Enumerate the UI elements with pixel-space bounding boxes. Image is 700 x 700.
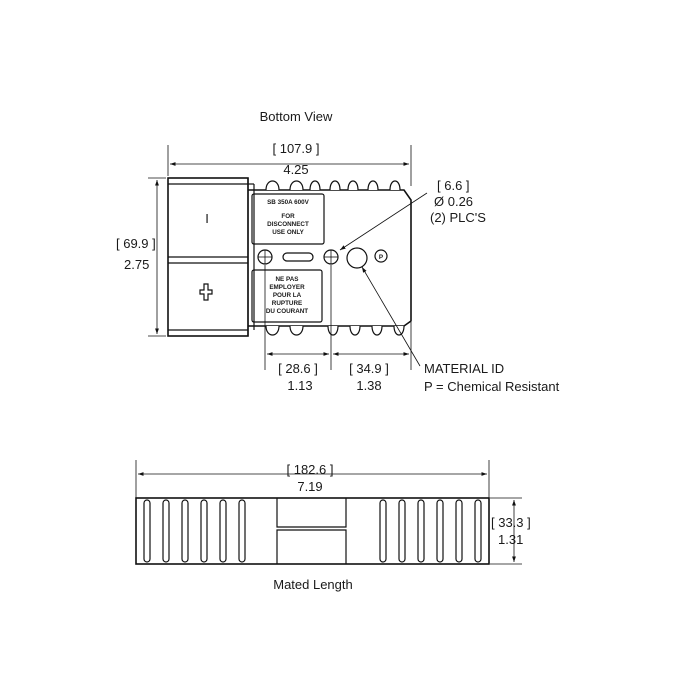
plus-symbol xyxy=(199,283,213,301)
notice-en-1: FOR xyxy=(281,213,295,220)
offset2-in-label: 1.38 xyxy=(356,378,381,393)
mated-left-ribs xyxy=(143,499,246,563)
top-ribs xyxy=(265,180,401,191)
length-in-label: 7.19 xyxy=(297,479,322,494)
offset-dimensions: [ 28.6 ] 1.13 [ 34.9 ] 1.38 xyxy=(264,265,412,393)
bottom-view-title: Bottom View xyxy=(260,109,333,124)
notice-fr-1: NE PAS xyxy=(276,276,299,283)
mated-view-title: Mated Length xyxy=(273,577,353,592)
mated-height-mm-label: [ 33.3 ] xyxy=(491,515,531,530)
hole-callout: [ 6.6 ] Ø 0.26 (2) PLC'S xyxy=(339,178,486,251)
height-mm-label: [ 69.9 ] xyxy=(116,236,156,251)
minus-symbol: I xyxy=(205,211,209,226)
material-id-label: MATERIAL ID xyxy=(424,361,504,376)
rating-label: SB 350A 600V xyxy=(267,199,310,206)
notice-fr-3: POUR LA xyxy=(273,292,302,299)
mated-height-in-label: 1.31 xyxy=(498,532,523,547)
notice-en-3: USE ONLY xyxy=(272,229,304,236)
material-id-boss xyxy=(346,247,368,269)
mounting-hole-left xyxy=(257,249,273,265)
offset2-mm-label: [ 34.9 ] xyxy=(349,361,389,376)
offset1-in-label: 1.13 xyxy=(287,378,312,393)
center-slot xyxy=(282,252,314,262)
svg-text:P: P xyxy=(379,254,383,261)
mated-right-ribs xyxy=(379,499,482,563)
bottom-ribs xyxy=(265,325,405,336)
length-mm-label: [ 182.6 ] xyxy=(287,462,334,477)
hole-dia-label: Ø 0.26 xyxy=(434,194,473,209)
height-dimension: [ 69.9 ] 2.75 xyxy=(116,177,166,337)
material-note-label: P = Chemical Resistant xyxy=(424,379,560,394)
hole-mm-label: [ 6.6 ] xyxy=(437,178,470,193)
material-mark: P xyxy=(374,249,388,263)
lower-label-plate: NE PAS EMPLOYER POUR LA RUPTURE DU COURA… xyxy=(251,269,323,323)
notice-fr-4: RUPTURE xyxy=(272,300,302,307)
mounting-hole-right xyxy=(323,249,339,265)
offset1-mm-label: [ 28.6 ] xyxy=(278,361,318,376)
mated-connector-body xyxy=(135,497,490,565)
material-id-callout: MATERIAL ID P = Chemical Resistant xyxy=(361,266,560,394)
width-dimension: [ 107.9 ] 4.25 xyxy=(167,141,412,186)
height-in-label: 2.75 xyxy=(124,257,149,272)
length-dimension: [ 182.6 ] 7.19 xyxy=(135,460,490,498)
upper-label-plate: SB 350A 600V FOR DISCONNECT USE ONLY xyxy=(251,193,325,245)
width-mm-label: [ 107.9 ] xyxy=(273,141,320,156)
notice-fr-2: EMPLOYER xyxy=(269,284,305,291)
hole-qty-label: (2) PLC'S xyxy=(430,210,486,225)
notice-fr-5: DU COURANT xyxy=(266,308,308,315)
notice-en-2: DISCONNECT xyxy=(267,221,309,228)
mated-height-dimension: [ 33.3 ] 1.31 xyxy=(490,497,531,565)
width-in-label: 4.25 xyxy=(283,162,308,177)
